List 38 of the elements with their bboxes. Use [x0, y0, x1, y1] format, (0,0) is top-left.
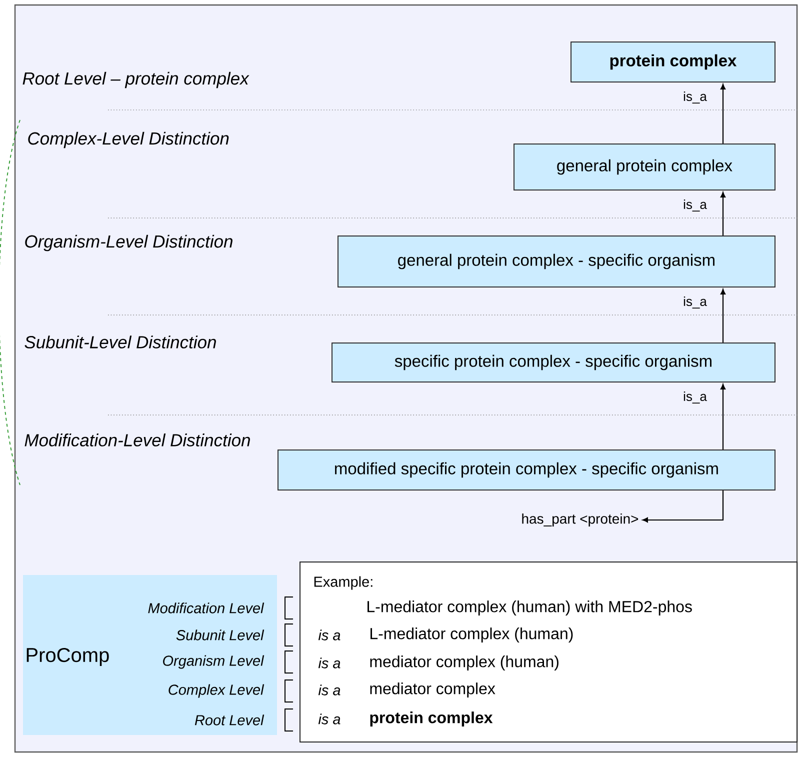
example-heading: Example:: [314, 576, 372, 590]
arrow: [720, 84, 726, 144]
edge-label: is_a: [684, 200, 707, 212]
edge-label: is_a: [684, 296, 707, 308]
relation-word: is a: [318, 684, 340, 696]
level-name: Subunit Level: [176, 630, 264, 640]
arrow: [720, 192, 726, 236]
level-heading: Subunit-Level Distinction: [24, 336, 216, 348]
level-name: Modification Level: [148, 602, 264, 614]
level-name: Root Level: [194, 714, 264, 726]
level-panel: [23, 575, 277, 735]
level-name: Complex Level: [168, 684, 264, 698]
level-name: Organism Level: [163, 655, 264, 669]
example-term: L-mediator complex (human) with MED2-phos: [368, 600, 692, 616]
class-box: modified specific protein complex - specific organism: [278, 450, 776, 490]
relation-word: is a: [318, 658, 340, 668]
class-box: specific protein complex - specific organism: [332, 342, 776, 382]
arrow: [642, 490, 724, 523]
edge-label: is_a: [684, 392, 707, 404]
relation-word: is a: [318, 630, 340, 640]
class-box: general protein complex: [514, 144, 776, 190]
example-term: protein complex: [370, 712, 493, 726]
example-term: mediator complex (human): [370, 656, 558, 670]
panel-title: ProComp: [26, 648, 109, 666]
example-box: [300, 562, 798, 742]
edge-label: is_a: [684, 92, 707, 104]
relation-word: is a: [318, 714, 340, 724]
level-heading: Root Level – protein complex: [22, 72, 250, 88]
level-heading: Organism-Level Distinction: [25, 234, 232, 252]
arrow: [720, 384, 726, 450]
relation-text: has_part <protein>: [522, 513, 638, 527]
arrow: [720, 288, 726, 342]
level-heading: Complex-Level Distinction: [28, 132, 229, 148]
example-term: L-mediator complex (human): [370, 628, 573, 642]
class-box: general protein complex - specific organism: [338, 236, 776, 288]
class-box: protein complex: [570, 42, 776, 82]
level-heading: Modification-Level Distinction: [24, 434, 250, 446]
example-term: mediator complex: [370, 682, 496, 698]
